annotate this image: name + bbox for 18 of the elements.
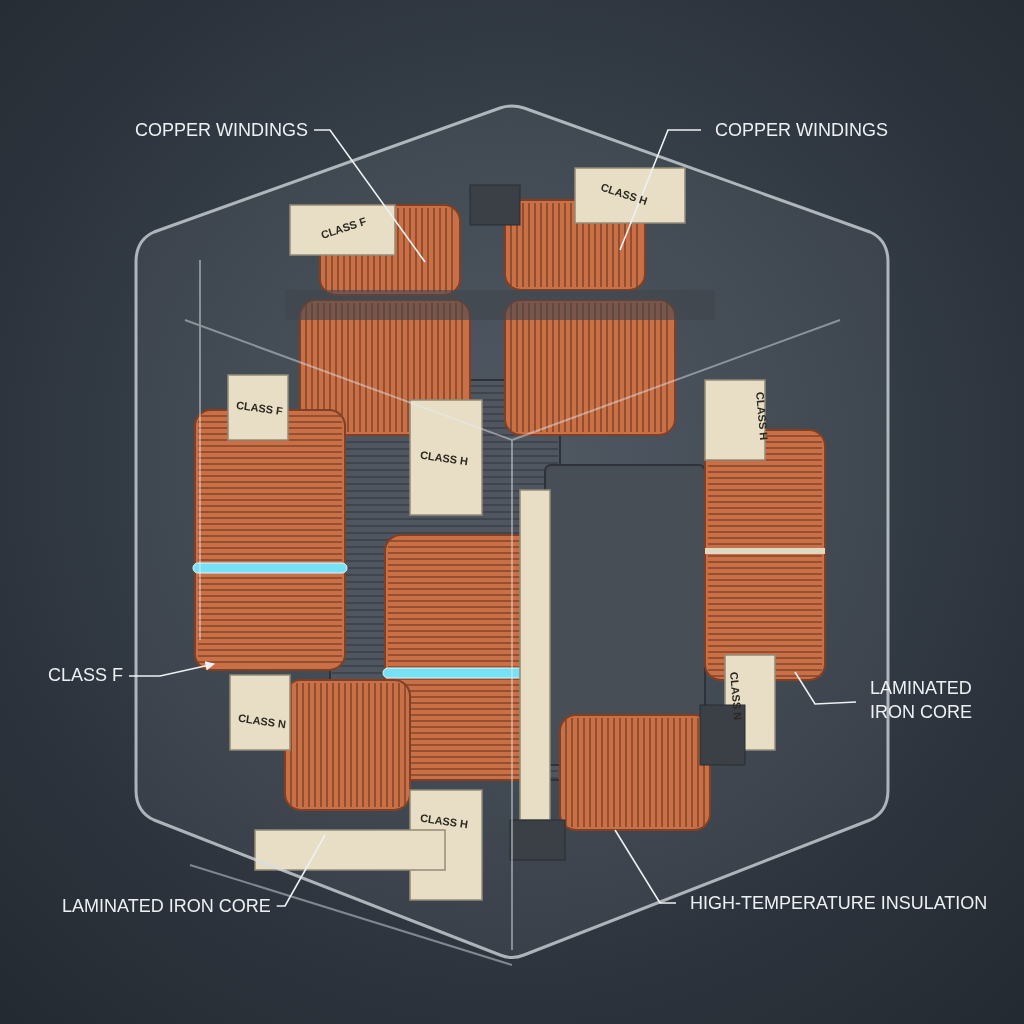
block-marking: CLASS H xyxy=(599,180,649,208)
block-marking: CLASS F xyxy=(235,398,284,418)
block-marking: CLASS N xyxy=(237,711,287,731)
block-marking: CLASS H xyxy=(419,448,469,468)
callout-label: HIGH-TEMPERATURE INSULATION xyxy=(690,891,988,915)
block-marking: CLASS F xyxy=(319,215,368,241)
callout-label: COPPER WINDINGS xyxy=(135,118,308,142)
callout-label: CLASS F xyxy=(48,663,124,687)
leader-line xyxy=(128,661,215,677)
callout-label: LAMINATED IRON CORE xyxy=(62,894,271,918)
callout-label: COPPER WINDINGS xyxy=(715,118,888,142)
leader-line xyxy=(794,671,857,705)
leader-line xyxy=(313,129,426,263)
block-marking: CLASS H xyxy=(754,391,771,441)
leader-line xyxy=(275,834,326,907)
leader-line xyxy=(619,129,702,251)
leader-line xyxy=(614,829,677,904)
block-marking: CLASS H xyxy=(419,811,469,831)
